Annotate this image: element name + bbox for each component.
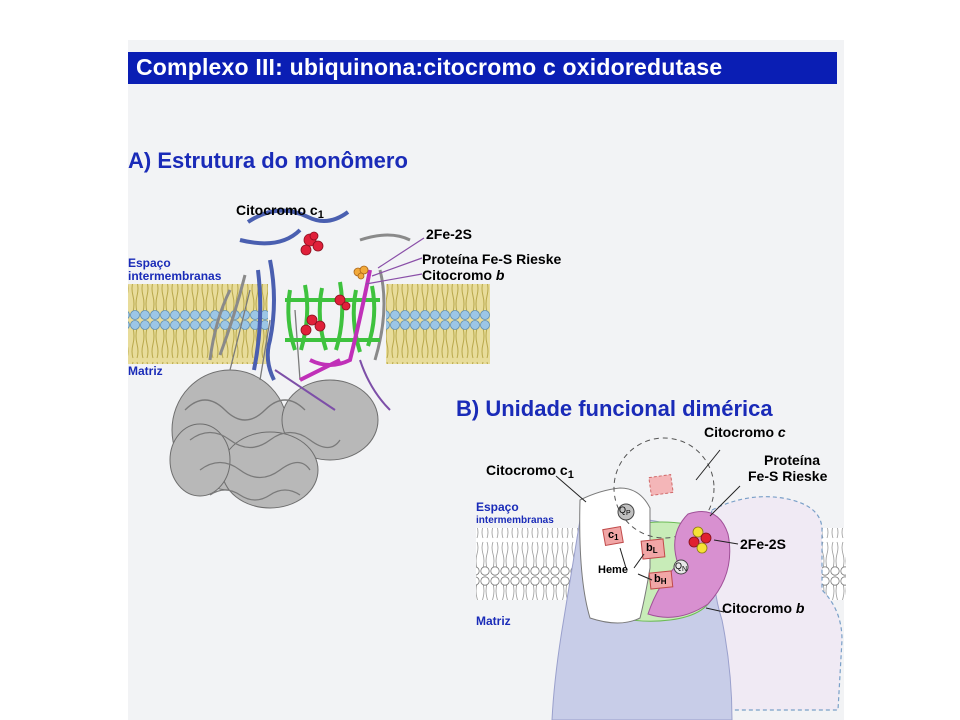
membrane-right: [386, 284, 490, 364]
cyt-c1-shape: [579, 487, 651, 624]
label-b-matrix: Matriz: [476, 614, 511, 628]
label-b-ims-2: intermembranas: [476, 515, 554, 526]
cyt-b-helices: [285, 281, 380, 353]
qp-site: [617, 503, 635, 521]
rieske-helix: [299, 269, 372, 382]
qn-site: [673, 559, 689, 575]
label-a-cyt-c1: Citocromo c1: [236, 202, 324, 221]
label-b-rieske-2: Fe-S Rieske: [748, 468, 828, 484]
label-a-ims-1: Espaço: [128, 256, 171, 270]
membrane-left: [128, 284, 268, 364]
label-a-rieske: Proteína Fe-S Rieske: [422, 251, 562, 267]
label-b-c1-heme: c1: [608, 529, 619, 542]
core-protein-structure: [169, 369, 379, 509]
label-b-cyt-c1: Citocromo c1: [486, 462, 574, 481]
label-b-qp: QP: [619, 505, 631, 517]
label-b-cyt-c: Citocromo c: [704, 424, 786, 440]
label-a-ims-2: intermembranas: [128, 269, 222, 283]
label-b-heme: Heme: [598, 564, 628, 576]
label-b-fe2s: 2Fe-2S: [740, 536, 786, 552]
label-a-cyt-b: Citocromo b: [422, 267, 505, 283]
heme-groups: [300, 231, 351, 336]
slide-title: Complexo III: ubiquinona:citocromo c oxi…: [136, 54, 723, 80]
section-b-heading: B) Unidade funcional dimérica: [456, 396, 773, 421]
label-b-cyt-b: Citocromo b: [722, 600, 805, 616]
label-a-matrix: Matriz: [128, 364, 163, 378]
fe2s-cluster-b: [688, 526, 712, 554]
label-b-rieske-1: Proteína: [764, 452, 821, 468]
cyt-c-heme: [648, 473, 674, 497]
label-b-bl-heme: bL: [646, 542, 658, 555]
title-bar: Complexo III: ubiquinona:citocromo c oxi…: [128, 52, 837, 84]
label-a-fe2s: 2Fe-2S: [426, 226, 472, 242]
cyt-c1-helices: [239, 208, 350, 381]
fe2s-cluster-a: [353, 265, 369, 280]
section-a-heading: A) Estrutura do monômero: [128, 148, 408, 173]
label-b-qn: QN: [675, 561, 688, 573]
cyt-c-dashed: [613, 437, 715, 539]
heme-squares: [602, 525, 674, 590]
label-b-bh-heme: bH: [654, 573, 667, 586]
label-b-ims-1: Espaço: [476, 500, 519, 514]
